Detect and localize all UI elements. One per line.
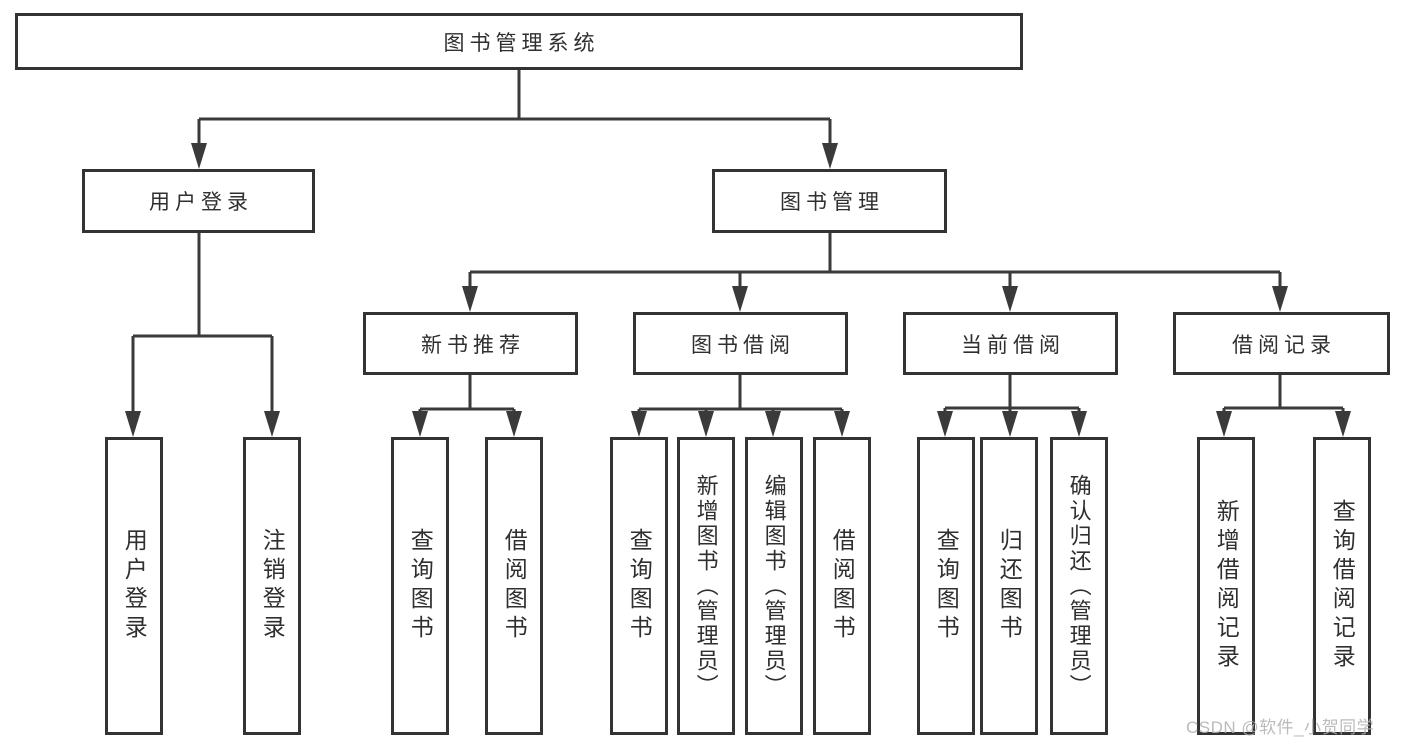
leaf-edit-book-admin-label: 编辑图书（管理员） xyxy=(761,473,787,699)
leaf-confirm-return-admin-label: 确认归还（管理员） xyxy=(1066,473,1092,699)
leaf-borrow-books-borrowing: 借阅图书 xyxy=(813,437,871,735)
leaf-query-borrow-record-label: 查询借阅记录 xyxy=(1329,499,1356,673)
leaf-user-login: 用户登录 xyxy=(105,437,163,735)
leaf-logout: 注销登录 xyxy=(243,437,301,735)
leaf-return-book: 归还图书 xyxy=(980,437,1038,735)
leaf-borrow-books-recommendation: 借阅图书 xyxy=(485,437,543,735)
leaf-add-book-admin: 新增图书（管理员） xyxy=(677,437,735,735)
leaf-edit-book-admin: 编辑图书（管理员） xyxy=(745,437,803,735)
csdn-watermark: CSDN @软件_小贺同学 xyxy=(1186,718,1375,737)
node-current-borrowing: 当前借阅 xyxy=(903,312,1118,375)
leaf-query-books-recommendation-label: 查询图书 xyxy=(407,528,434,644)
leaf-add-borrow-record-label: 新增借阅记录 xyxy=(1213,499,1240,673)
node-borrowing-records: 借阅记录 xyxy=(1173,312,1390,375)
leaf-query-books-current: 查询图书 xyxy=(917,437,975,735)
leaf-borrow-books-borrowing-label: 借阅图书 xyxy=(829,528,856,644)
leaf-logout-label: 注销登录 xyxy=(259,528,286,644)
leaf-query-borrow-record: 查询借阅记录 xyxy=(1313,437,1371,735)
leaf-add-borrow-record: 新增借阅记录 xyxy=(1197,437,1255,735)
leaf-return-book-label: 归还图书 xyxy=(996,528,1023,644)
leaf-query-books-recommendation: 查询图书 xyxy=(391,437,449,735)
leaf-add-book-admin-label: 新增图书（管理员） xyxy=(693,473,719,699)
leaf-query-books-borrowing-label: 查询图书 xyxy=(626,528,653,644)
leaf-confirm-return-admin: 确认归还（管理员） xyxy=(1050,437,1108,735)
node-book-borrowing: 图书借阅 xyxy=(633,312,848,375)
node-root: 图书管理系统 xyxy=(15,13,1023,70)
leaf-query-books-current-label: 查询图书 xyxy=(933,528,960,644)
node-new-book-recommendation: 新书推荐 xyxy=(363,312,578,375)
node-book-management: 图书管理 xyxy=(712,169,947,233)
leaf-user-login-label: 用户登录 xyxy=(121,528,148,644)
leaf-borrow-books-recommendation-label: 借阅图书 xyxy=(501,528,528,644)
node-user-login: 用户登录 xyxy=(82,169,315,233)
leaf-query-books-borrowing: 查询图书 xyxy=(610,437,668,735)
